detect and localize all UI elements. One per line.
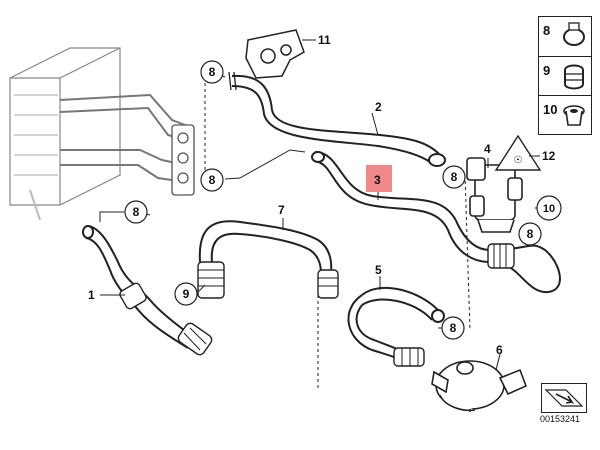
hose-2 — [228, 71, 446, 167]
callout-7: 7 — [278, 203, 285, 217]
circle-callout-9: 9 — [174, 282, 198, 306]
direction-arrow-icon — [544, 389, 584, 407]
callout-11: 11 — [318, 33, 331, 47]
svg-text:☉: ☉ — [514, 155, 523, 166]
water-pump-6 — [431, 360, 528, 412]
spring-clip-icon — [564, 64, 584, 90]
circle-callout-8-left: 8 — [124, 200, 148, 224]
callout-5: 5 — [375, 263, 382, 277]
legend-number-8: 8 — [543, 23, 551, 38]
svg-text:8: 8 — [451, 170, 458, 184]
hose-5 — [347, 286, 445, 367]
highlight-box-3 — [366, 165, 392, 192]
svg-text:8: 8 — [209, 173, 216, 187]
legend-number-9: 9 — [543, 63, 551, 78]
heater-valve-4 — [466, 157, 523, 233]
callout-2: 2 — [375, 100, 382, 114]
valve-outlet-hose — [487, 243, 561, 294]
legend-row-10: 10 — [539, 95, 591, 135]
callout-1: 1 — [88, 288, 95, 302]
circle-callout-8-lower: 8 — [441, 316, 465, 340]
catalog-number: 00153241 — [540, 414, 581, 424]
svg-text:8: 8 — [133, 205, 140, 219]
hose-1 — [82, 225, 213, 356]
svg-text:8: 8 — [450, 321, 457, 335]
circle-callout-8-valve: 8 — [442, 165, 466, 189]
parts-legend: 8 9 10 — [538, 16, 592, 135]
svg-text:8: 8 — [527, 227, 534, 241]
callout-3: 3 — [374, 173, 381, 187]
circle-callout-8-mid: 8 — [200, 168, 224, 192]
legend-row-8: 8 — [539, 17, 591, 56]
callout-4: 4 — [484, 142, 491, 156]
circle-callout-10: 10 — [536, 195, 562, 221]
svg-text:9: 9 — [183, 287, 190, 301]
hose-7 — [197, 220, 339, 299]
pipe-bracket — [171, 124, 195, 196]
heater-core-pipes — [29, 93, 186, 221]
heater-core — [9, 47, 121, 206]
hose-3 — [311, 151, 491, 263]
warning-triangle-12: ☉ — [494, 134, 542, 171]
circle-callout-8-top: 8 — [200, 60, 224, 84]
legend-row-9: 9 — [539, 56, 591, 96]
hose-clamp-icon — [563, 22, 585, 46]
callout-12: 12 — [542, 149, 556, 163]
bracket-11 — [245, 29, 305, 79]
direction-arrow-box — [541, 383, 587, 413]
svg-text:10: 10 — [543, 203, 555, 215]
grommet-icon — [563, 105, 585, 126]
callout-6: 6 — [496, 343, 503, 357]
circle-callout-8-outlet: 8 — [518, 222, 542, 246]
svg-text:8: 8 — [209, 65, 216, 79]
legend-number-10: 10 — [543, 102, 558, 117]
